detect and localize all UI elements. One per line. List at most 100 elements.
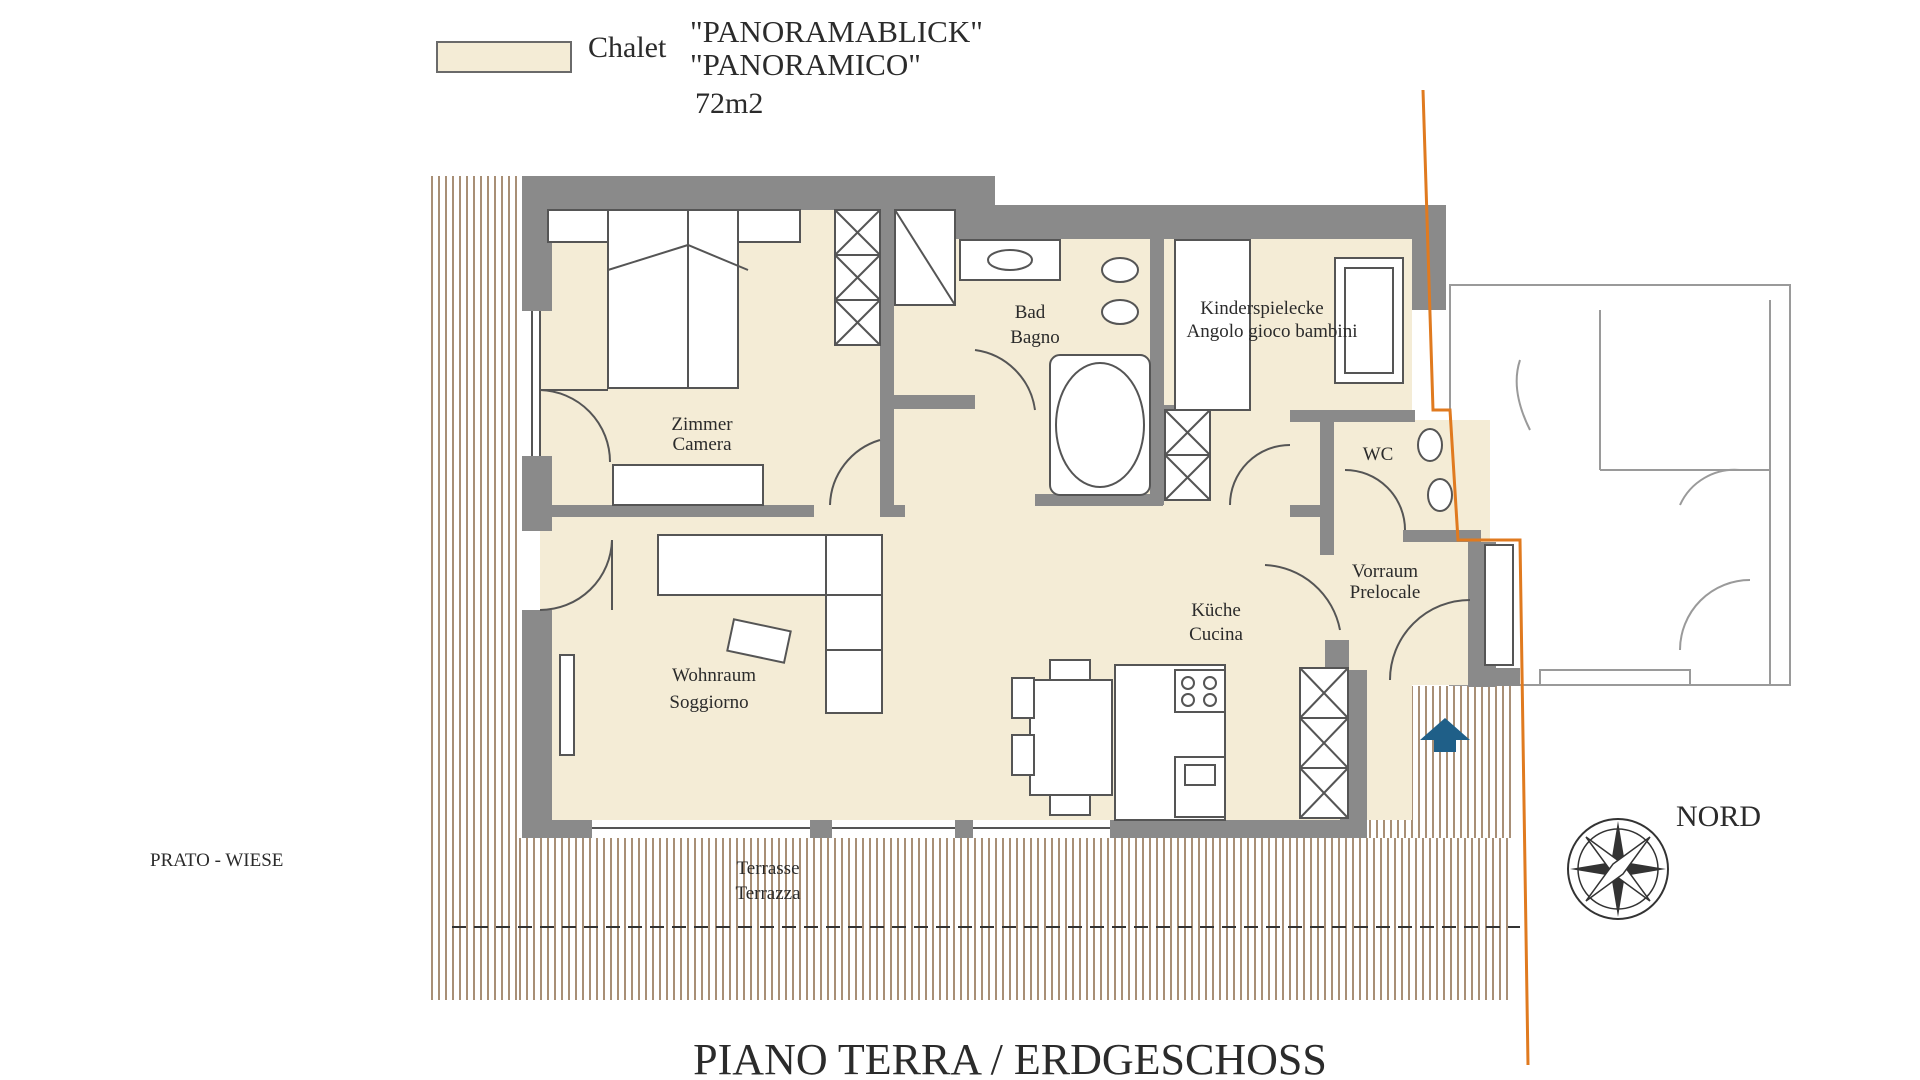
shower-diagonal <box>894 209 956 306</box>
kids-sofa-cushion <box>1344 267 1394 374</box>
cabinet-kinder-x-2 <box>1164 409 1211 456</box>
sofa-back <box>657 534 827 596</box>
furniture <box>547 209 1514 821</box>
neighbour-door-2 <box>1679 468 1741 506</box>
chair-3 <box>1049 659 1091 681</box>
cabinet-kinder-x-4 <box>1164 454 1211 501</box>
wall-wc-west <box>1320 415 1334 555</box>
wall-south-2 <box>810 820 832 838</box>
bidet <box>1101 257 1139 283</box>
label-kinderspielecke: Kinderspielecke <box>1200 298 1323 319</box>
legend-area: 72m2 <box>695 87 763 120</box>
label-wohnraum: Wohnraum <box>672 665 756 686</box>
label-prelocale: Prelocale <box>1350 582 1421 603</box>
toilet <box>1101 299 1139 325</box>
burner-1 <box>1181 676 1195 690</box>
legend-name-it: "PANORAMICO" <box>690 47 921 82</box>
vorraum-closet <box>1484 544 1514 666</box>
kitchen-sink-basin <box>1184 764 1216 786</box>
label-angolo-gioco: Angolo gioco bambini <box>1187 321 1358 342</box>
compass-needle-diag-2 <box>1585 836 1651 902</box>
wall-wc-stub <box>1290 505 1334 517</box>
cooktop <box>1174 669 1226 713</box>
wall-west-3 <box>522 610 552 838</box>
tv-unit <box>559 654 575 756</box>
wc-toilet <box>1417 428 1443 462</box>
wooden-deck <box>431 176 1520 1000</box>
sofa-chaise <box>825 534 883 714</box>
wall-south-1 <box>540 820 592 838</box>
wardrobe-x-4 <box>834 254 881 301</box>
door-swing-bad <box>974 349 1036 411</box>
room-labels: Zimmer Camera Bad Bagno Kinderspielecke … <box>150 298 1420 904</box>
label-bad: Bad <box>1015 302 1046 323</box>
label-zimmer: Zimmer <box>671 414 733 435</box>
door-swing-kinder <box>1229 444 1291 506</box>
door-swing-wc <box>1344 469 1406 531</box>
compass-label: NORD <box>1676 800 1761 833</box>
door-swing-entry <box>1389 599 1471 681</box>
chair-4 <box>1049 794 1091 816</box>
wall-zimmer-south <box>552 505 814 517</box>
coffee-table <box>726 618 792 664</box>
wall-west-1 <box>522 176 552 311</box>
floor-wc-vorraum <box>1350 420 1490 685</box>
wardrobe-x-2 <box>834 209 881 256</box>
label-vorraum: Vorraum <box>1352 561 1418 582</box>
wall-wc-north <box>1290 410 1415 422</box>
legend-swatch <box>436 41 572 73</box>
compass-outer-ring <box>1567 818 1669 920</box>
burner-3 <box>1181 693 1195 707</box>
door-swing-zimmer-window <box>539 389 611 463</box>
wall-north-step <box>955 176 995 208</box>
kitchen-cabinet-x-4 <box>1299 717 1349 769</box>
wall-kitchen-south <box>1110 820 1365 838</box>
double-bed <box>607 209 739 389</box>
dresser <box>612 464 764 506</box>
wall-zimmer-stub <box>880 505 905 517</box>
door-swing-zimmer <box>829 439 881 506</box>
wall-south-3 <box>955 820 973 838</box>
neighbour-door-3 <box>1679 579 1751 651</box>
label-soggiorno: Soggiorno <box>669 692 748 713</box>
wall-north-1 <box>522 176 980 210</box>
wall-zimmer-east <box>880 205 894 505</box>
neighbour-door-1 <box>1515 359 1531 431</box>
label-camera: Camera <box>672 434 732 455</box>
wall-bad-east <box>1150 205 1164 505</box>
wall-north-2 <box>955 205 1415 239</box>
kitchen-cabinet-x-2 <box>1299 667 1349 719</box>
wardrobe-x-6 <box>834 299 881 346</box>
label-cucina: Cucina <box>1189 624 1243 645</box>
entrance-arrow <box>1420 718 1470 752</box>
deck-planks-bottom <box>519 838 1508 1000</box>
door-swing-vorraum <box>1264 564 1341 631</box>
label-terrasse: Terrasse <box>736 858 799 879</box>
bathtub-basin <box>1055 362 1145 488</box>
label-bagno: Bagno <box>1010 327 1060 348</box>
label-terrazza: Terrazza <box>735 883 801 904</box>
property-boundary-line <box>1421 89 1530 1066</box>
compass-rose <box>1567 818 1669 920</box>
deck-planks-left <box>431 176 517 1000</box>
burner-4 <box>1203 693 1217 707</box>
kitchen-cabinet-x-6 <box>1299 767 1349 819</box>
wc-basin <box>1427 478 1453 512</box>
burner-2 <box>1203 676 1217 690</box>
door-swing-wohn-window <box>539 539 613 611</box>
bed-duvet-fold <box>607 243 749 271</box>
wall-west-2 <box>522 456 552 531</box>
label-kueche: Küche <box>1191 600 1241 621</box>
label-wc: WC <box>1363 444 1394 465</box>
dining-table <box>1029 679 1113 796</box>
kids-play-table <box>1174 239 1251 411</box>
neighbour-window <box>1539 669 1691 686</box>
wall-bath-tub-ledge <box>1035 494 1163 506</box>
washbasin <box>987 249 1033 271</box>
legend-name-de: "PANORAMABLICK" <box>690 14 983 49</box>
legend-prefix: Chalet <box>588 31 667 64</box>
chair-1 <box>1011 677 1035 719</box>
chair-2 <box>1011 734 1035 776</box>
